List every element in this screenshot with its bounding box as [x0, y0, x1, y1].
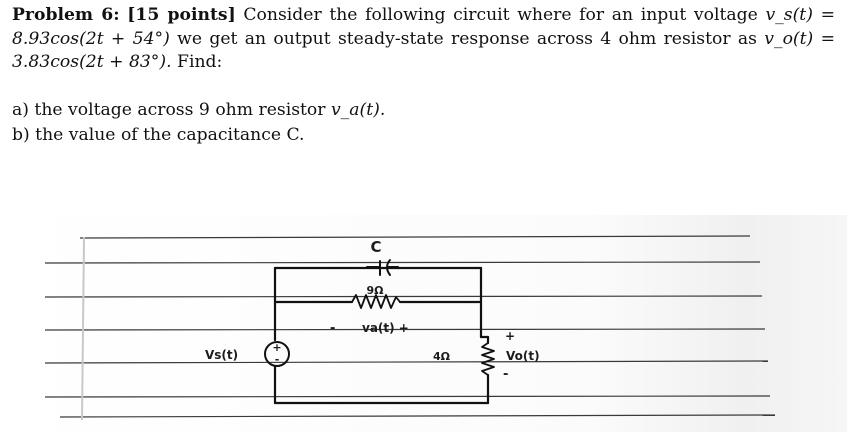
capacitor-plate-2: [386, 259, 391, 276]
resistor-4-zigzag: [481, 342, 495, 376]
problem-text-2: we get an output steady-state response a…: [177, 28, 757, 49]
circuit-photo: C 9Ω va(t) + - Vs(t) + - 4Ω + Vo(t) -: [0, 215, 847, 432]
ruled-line: [44, 328, 766, 331]
question-list: a) the voltage across 9 ohm resistor v_a…: [12, 98, 385, 148]
ruled-line: [59, 414, 776, 418]
ruled-line: [44, 360, 769, 364]
ruled-line: [44, 261, 761, 264]
va-minus-sign: -: [330, 321, 335, 336]
problem-points: [15 points]: [127, 5, 236, 25]
resistor-9-label: 9Ω: [366, 284, 384, 297]
vo-expression: v_o(t): [764, 28, 814, 49]
circuit-diagram: C 9Ω va(t) + - Vs(t) + - 4Ω + Vo(t) -: [0, 215, 847, 432]
source-plus-sign: +: [272, 341, 281, 354]
equals-sign-1: =: [820, 5, 835, 25]
question-a-expression: v_a(t).: [330, 100, 386, 120]
vo-plus-sign: +: [505, 329, 515, 343]
question-a-label: a) the voltage across 9 ohm resistor: [12, 100, 326, 120]
capacitor-symbol: [366, 259, 399, 276]
ruled-line: [44, 295, 763, 298]
va-label: va(t) +: [362, 321, 409, 335]
margin-line: [81, 236, 85, 421]
vo-minus-sign: -: [503, 367, 508, 382]
vs-label: Vs(t): [205, 348, 238, 362]
problem-label: Problem 6:: [12, 5, 120, 25]
find-label: Find:: [177, 52, 223, 72]
resistor-9-zigzag: [351, 294, 401, 309]
paper-background: [0, 215, 847, 432]
ruled-line: [79, 235, 751, 239]
capacitor-label: C: [370, 238, 381, 256]
voltage-source-icon: [264, 341, 290, 367]
vs-expression: v_s(t): [765, 5, 813, 25]
problem-statement: Problem 6: [15 points] Consider the foll…: [12, 4, 835, 75]
question-b-label: b) the value of the capacitance C.: [12, 125, 305, 145]
problem-text-1: Consider the following circuit where for…: [243, 5, 758, 25]
question-b: b) the value of the capacitance C.: [12, 123, 385, 148]
vo-label: Vo(t): [506, 349, 540, 363]
input-signal: 8.93cos(2t + 54°): [12, 28, 170, 49]
source-minus-sign: -: [275, 353, 280, 366]
question-a: a) the voltage across 9 ohm resistor v_a…: [12, 98, 385, 123]
ruled-line: [44, 395, 771, 398]
equals-sign-2: =: [820, 28, 835, 49]
ruled-lines: [44, 235, 776, 418]
output-signal: 3.83cos(2t + 83°).: [12, 52, 172, 72]
resistor-4-label: 4Ω: [433, 350, 451, 363]
